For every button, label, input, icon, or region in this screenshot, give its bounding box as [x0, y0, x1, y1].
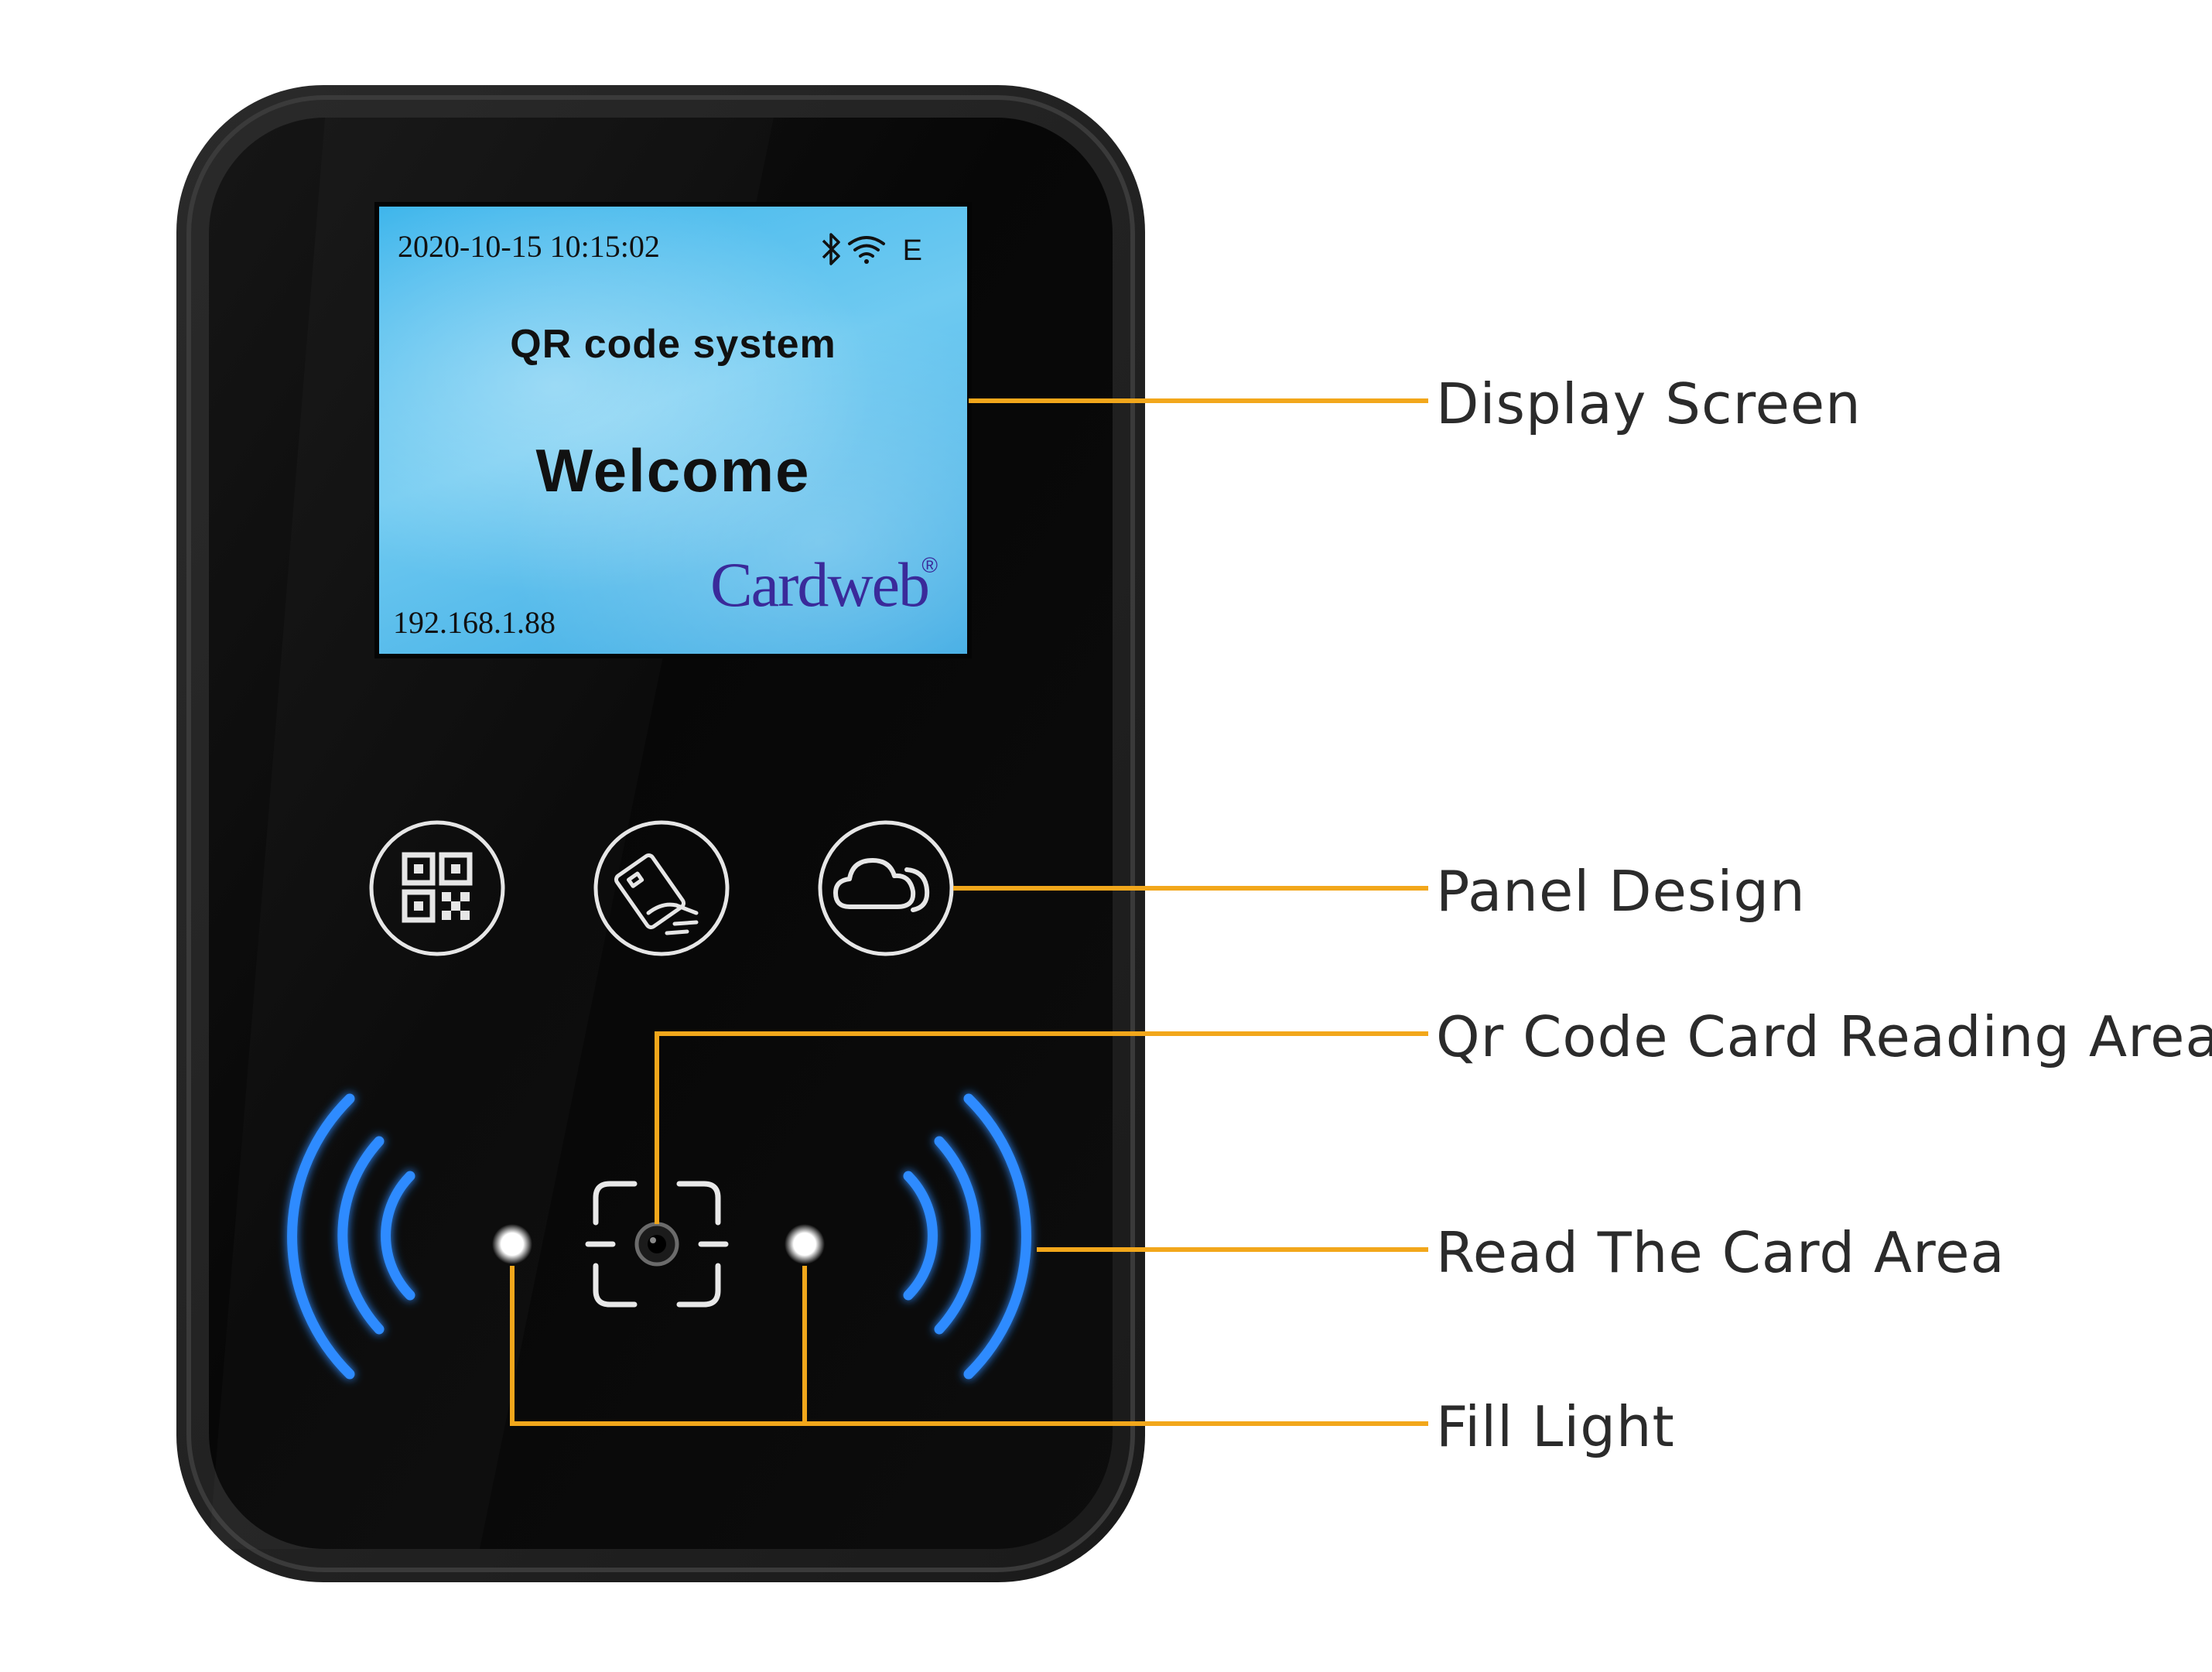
- callout-qr-area: Qr Code Card Reading Area: [1436, 1004, 2212, 1069]
- nfc-wave-right: [903, 1093, 1031, 1380]
- callout-display-screen: Display Screen: [1436, 371, 1862, 436]
- callout-fill-light: Fill Light: [1436, 1394, 1675, 1459]
- callout-panel-design: Panel Design: [1436, 859, 1806, 924]
- camera-lens-icon: [634, 1222, 679, 1267]
- screen-ip-address: 192.168.1.88: [393, 605, 556, 640]
- card-tap-button: [593, 820, 730, 956]
- display-screen: 2020-10-15 10:15:02 E QR code system Wel…: [379, 207, 967, 654]
- fill-light-left: [492, 1224, 532, 1264]
- nfc-wave-left: [287, 1093, 415, 1380]
- network-letter: E: [902, 234, 922, 267]
- brand-logo: Cardweb: [709, 549, 930, 620]
- wifi-icon: [848, 236, 885, 264]
- device-shell-edge: [186, 95, 1135, 1572]
- card-tap-icon: [614, 853, 699, 935]
- screen-welcome: Welcome: [535, 436, 811, 504]
- leader-lines: [510, 398, 1428, 1426]
- leader-qr-area: [655, 1031, 1428, 1224]
- qr-reader-frame: [585, 1181, 729, 1308]
- fill-light-right: [785, 1224, 825, 1264]
- brand-registered-mark: ®: [921, 553, 938, 577]
- leader-fill-light: [510, 1266, 1428, 1426]
- screen-status-icons: [822, 233, 885, 265]
- callout-card-area: Read The Card Area: [1436, 1220, 2005, 1285]
- cloud-button: [818, 820, 954, 956]
- screen-datetime: 2020-10-15 10:15:02: [398, 229, 660, 264]
- bluetooth-icon: [822, 233, 840, 265]
- cloud-icon: [833, 858, 930, 912]
- qr-code-icon: [402, 852, 473, 923]
- qr-code-button: [369, 820, 505, 956]
- screen-title: QR code system: [510, 322, 836, 367]
